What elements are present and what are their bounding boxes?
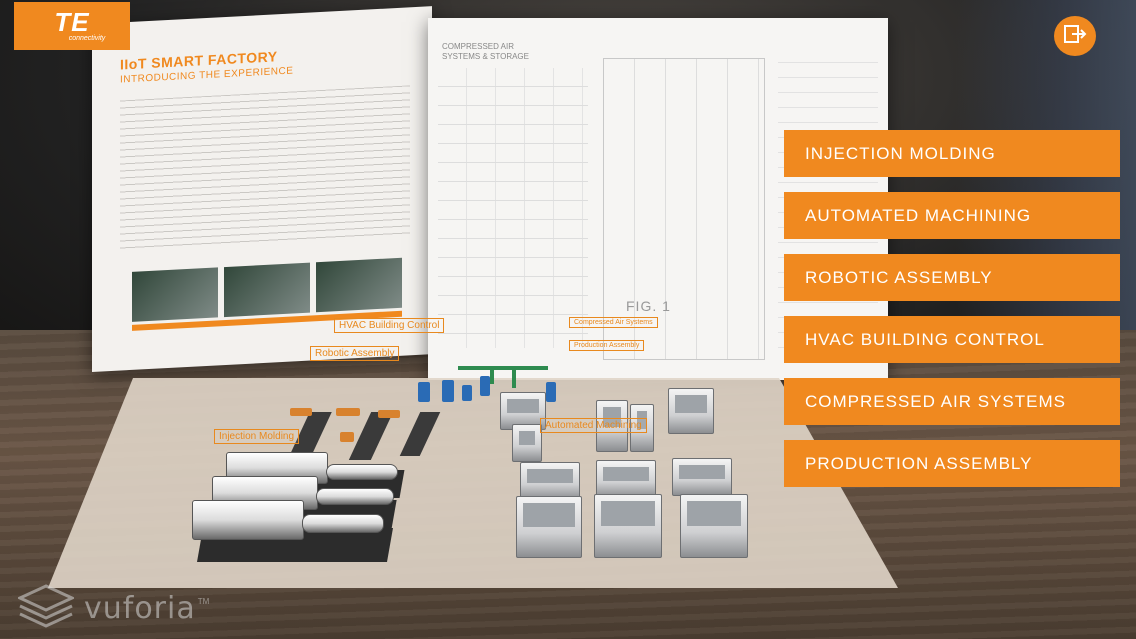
menu-item-label: PRODUCTION ASSEMBLY <box>805 453 1033 473</box>
ar-label-robotic[interactable]: Robotic Assembly <box>310 346 400 361</box>
exit-icon <box>1063 24 1087 49</box>
cnc-machine <box>594 494 662 558</box>
assembly-rail <box>512 370 516 388</box>
menu-item-automated-machining[interactable]: AUTOMATED MACHINING <box>784 192 1120 239</box>
menu-item-production-assembly[interactable]: PRODUCTION ASSEMBLY <box>784 440 1120 487</box>
cnc-machine <box>596 460 656 498</box>
hvac-unit <box>462 385 472 401</box>
assembly-rail <box>490 370 494 384</box>
vuforia-trademark: TM <box>197 597 210 606</box>
vuforia-wordmark: vuforia <box>84 591 196 626</box>
cnc-machine <box>680 494 748 558</box>
cnc-machine <box>520 462 580 500</box>
ar-label-injection[interactable]: Injection Molding <box>214 429 300 444</box>
ar-label-production[interactable]: Production Assembly <box>569 340 645 351</box>
ar-factory-platform <box>48 378 898 588</box>
robot-arm <box>378 410 400 418</box>
compressor-unit <box>512 424 542 462</box>
production-unit <box>596 400 628 452</box>
cnc-machine <box>516 496 582 558</box>
brochure-figure-label: FIG. 1 <box>626 298 671 314</box>
ar-label-machining[interactable]: Automated Machining <box>540 418 647 433</box>
menu-item-robotic-assembly[interactable]: ROBOTIC ASSEMBLY <box>784 254 1120 301</box>
vuforia-watermark: vuforia TM <box>16 584 210 633</box>
brochure-body-text <box>120 85 410 251</box>
menu-item-label: HVAC BUILDING CONTROL <box>805 329 1045 349</box>
brochure-parts-grid <box>438 68 588 348</box>
menu-item-label: ROBOTIC ASSEMBLY <box>805 267 993 287</box>
robot-arm <box>340 432 354 442</box>
hvac-unit <box>418 382 430 402</box>
te-connectivity-logo: TE connectivity <box>14 2 130 50</box>
menu-item-label: AUTOMATED MACHINING <box>805 205 1032 225</box>
robot-arm <box>290 408 312 416</box>
injection-press <box>192 500 304 540</box>
ar-label-compressed-air[interactable]: Compressed Air Systems <box>569 317 658 328</box>
hvac-unit <box>442 380 454 402</box>
robot-arm <box>336 408 360 416</box>
production-unit <box>630 404 654 452</box>
brochure-floor-plan <box>603 58 765 360</box>
assembly-rail <box>458 366 548 370</box>
compressor-unit <box>500 392 546 430</box>
cnc-machine <box>672 458 732 496</box>
logo-mark: TE <box>54 7 90 37</box>
menu-item-hvac-building-control[interactable]: HVAC BUILDING CONTROL <box>784 316 1120 363</box>
menu-item-label: INJECTION MOLDING <box>805 143 996 163</box>
station-menu: INJECTION MOLDING AUTOMATED MACHINING RO… <box>784 130 1120 502</box>
production-unit <box>668 388 714 434</box>
injection-barrel <box>326 464 398 480</box>
menu-item-label: COMPRESSED AIR SYSTEMS <box>805 391 1066 411</box>
logo-tagline: connectivity <box>68 35 106 42</box>
ar-label-hvac[interactable]: HVAC Building Control <box>334 318 445 333</box>
injection-barrel <box>316 488 394 505</box>
hvac-unit <box>546 382 556 402</box>
exit-button[interactable] <box>1054 16 1096 56</box>
menu-item-compressed-air-systems[interactable]: COMPRESSED AIR SYSTEMS <box>784 378 1120 425</box>
injection-barrel <box>302 514 384 533</box>
menu-item-injection-molding[interactable]: INJECTION MOLDING <box>784 130 1120 177</box>
hvac-unit <box>480 376 490 396</box>
brochure-section-heading: COMPRESSED AIR SYSTEMS & STORAGE <box>442 42 529 61</box>
vuforia-logo-icon <box>16 584 76 633</box>
